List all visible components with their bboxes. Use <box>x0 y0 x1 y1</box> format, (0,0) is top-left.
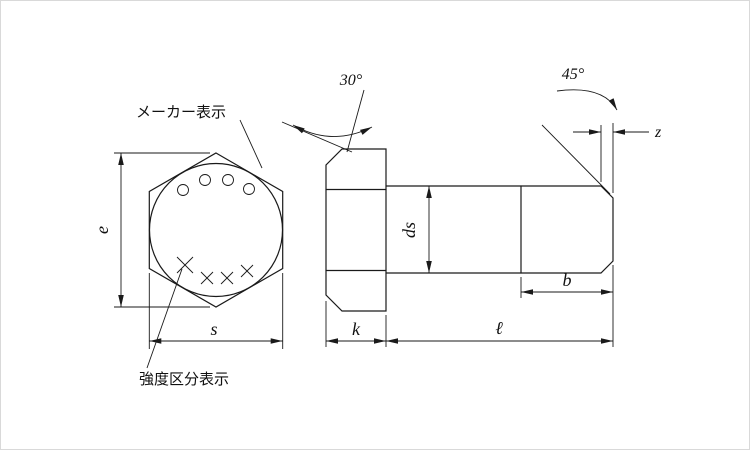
maker-marking-callout: メーカー表示 <box>136 103 263 169</box>
strength-mark-x <box>200 271 214 285</box>
maker-mark-circle <box>199 174 211 186</box>
dimension-b: b <box>520 270 613 298</box>
hex-head-outline <box>148 152 284 308</box>
dim-b-label: b <box>563 270 572 290</box>
strength-marking-label: 強度区分表示 <box>139 370 229 388</box>
front-view: e s メーカー表示 強度区分表示 <box>92 103 284 388</box>
maker-mark-circle <box>222 174 234 186</box>
dimension-z: z <box>573 123 662 193</box>
head-angle-label: 30° <box>339 72 363 89</box>
tip-angle-label: 45° <box>562 66 585 83</box>
strength-mark-x <box>176 256 194 274</box>
dim-k-label: k <box>352 319 361 339</box>
maker-mark-circle <box>177 184 189 196</box>
dim-ds-label: ds <box>399 222 419 238</box>
dimension-ds: ds <box>399 186 432 273</box>
maker-marking-label: メーカー表示 <box>136 103 226 121</box>
strength-mark-x <box>240 264 254 278</box>
dim-e-label: e <box>92 226 112 234</box>
dimension-e: e <box>92 152 210 308</box>
maker-marking-leader <box>239 119 263 169</box>
strength-marking-leader <box>146 268 183 369</box>
tip-chamfer-angle: 45° <box>541 66 618 195</box>
dim-length-label: ℓ <box>495 318 503 338</box>
maker-marks <box>177 174 255 196</box>
dim-s-label: s <box>210 319 217 339</box>
strength-marks <box>176 256 254 285</box>
dimension-k-and-length: k ℓ <box>325 265 614 347</box>
tip-chamfer-extension-line <box>541 124 611 195</box>
head-angle-arc <box>292 124 373 137</box>
bolt-head-outline <box>325 148 387 312</box>
head-chamfer-extension-line <box>281 121 353 153</box>
maker-mark-circle <box>243 183 255 195</box>
head-chamfer-circle <box>148 162 284 298</box>
strength-mark-x <box>220 271 234 285</box>
dimension-s: s <box>148 273 284 349</box>
side-view: ds b z 45° 30° <box>281 66 662 347</box>
bolt-shank-outline <box>385 185 614 274</box>
head-angle-reference-line <box>346 89 365 153</box>
strength-marking-callout: 強度区分表示 <box>139 268 229 388</box>
tip-angle-arc <box>556 89 618 111</box>
head-chamfer-angle: 30° <box>281 72 373 153</box>
dim-z-label: z <box>654 124 662 141</box>
